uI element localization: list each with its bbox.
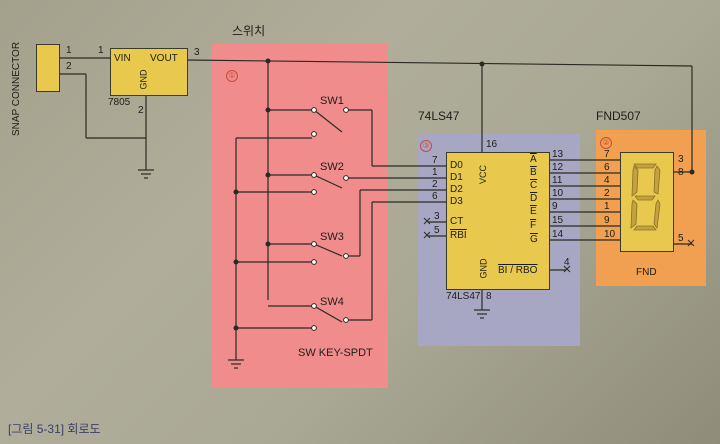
fnd-pin-c: 4 bbox=[604, 175, 610, 186]
decoder-vcc: VCC bbox=[478, 164, 489, 185]
seven-segment-glyph bbox=[630, 163, 661, 231]
marker-three: ③ bbox=[420, 140, 432, 152]
decoder-out-g: G bbox=[530, 234, 538, 245]
snap-connector-label: SNAP CONNECTOR bbox=[11, 41, 23, 137]
decoder-out-d-pin: 10 bbox=[552, 188, 564, 199]
sw3-label: SW3 bbox=[320, 231, 344, 243]
fnd-pin-d: 2 bbox=[604, 188, 610, 199]
fnd-dp-pin: 5 bbox=[678, 233, 684, 244]
decoder-bi-rbo: BI / RBO bbox=[498, 265, 538, 276]
fnd-display bbox=[620, 152, 674, 252]
decoder-out-b: B bbox=[530, 167, 537, 178]
sw4-label: SW4 bbox=[320, 296, 344, 308]
decoder-out-c: C bbox=[530, 180, 538, 191]
decoder-bottom-name: 74LS47 bbox=[446, 291, 481, 302]
decoder-in-d1: D1 bbox=[450, 172, 463, 183]
decoder-in-d0-pin: 7 bbox=[432, 155, 438, 166]
regulator-7805 bbox=[110, 48, 188, 96]
decoder-out-g-pin: 14 bbox=[552, 229, 564, 240]
fnd-pin-g: 10 bbox=[604, 229, 616, 240]
decoder-gnd: GND bbox=[478, 258, 489, 279]
decoder-in-d1-pin: 1 bbox=[432, 167, 438, 178]
decoder-rbi-pin: 5 bbox=[434, 225, 440, 236]
decoder-out-f-pin: 15 bbox=[552, 215, 564, 226]
decoder-section-title: 74LS47 bbox=[418, 109, 460, 123]
sw1-label: SW1 bbox=[320, 95, 344, 107]
decoder-out-a-pin: 13 bbox=[552, 149, 564, 160]
snap-pin-1: 1 bbox=[66, 45, 72, 56]
regulator-pin-gnd: 2 bbox=[138, 105, 144, 116]
decoder-out-f: F bbox=[530, 220, 537, 231]
decoder-chip bbox=[446, 152, 550, 290]
decoder-in-d0: D0 bbox=[450, 160, 463, 171]
decoder-out-d: D bbox=[530, 193, 538, 204]
switch-panel bbox=[212, 44, 388, 388]
regulator-pin-in: 1 bbox=[98, 45, 104, 56]
regulator-vout: VOUT bbox=[150, 53, 178, 64]
switch-footer: SW KEY-SPDT bbox=[298, 347, 373, 359]
switch-section-title: 스위치 bbox=[232, 24, 266, 38]
decoder-out-e: E bbox=[530, 206, 537, 217]
fnd-pin-a: 7 bbox=[604, 149, 610, 160]
fnd-pin-f: 9 bbox=[604, 215, 610, 226]
decoder-gnd-pin: 8 bbox=[486, 291, 492, 302]
regulator-pin-out: 3 bbox=[194, 47, 200, 58]
decoder-ct: CT bbox=[450, 216, 464, 227]
decoder-vcc-pin: 16 bbox=[486, 139, 498, 150]
regulator-name: 7805 bbox=[108, 97, 131, 108]
decoder-in-d3-pin: 6 bbox=[432, 191, 438, 202]
marker-one: ① bbox=[226, 70, 238, 82]
display-section-title: FND507 bbox=[596, 109, 641, 123]
decoder-out-b-pin: 12 bbox=[552, 162, 564, 173]
figure-caption: [그림 5-31] 회로도 bbox=[8, 422, 101, 436]
regulator-vin: VIN bbox=[114, 53, 131, 64]
decoder-out-a: A bbox=[530, 154, 537, 165]
decoder-out-e-pin: 9 bbox=[552, 201, 558, 212]
decoder-in-d2: D2 bbox=[450, 184, 463, 195]
decoder-bi-pin: 4 bbox=[564, 257, 570, 268]
decoder-out-c-pin: 11 bbox=[552, 175, 563, 186]
fnd-common-pin-3: 3 bbox=[678, 154, 684, 165]
snap-connector bbox=[36, 44, 60, 92]
snap-pin-2: 2 bbox=[66, 61, 72, 72]
fnd-common-pin-8: 8 bbox=[678, 167, 684, 178]
decoder-rbi: RBI bbox=[450, 230, 467, 241]
decoder-in-d2-pin: 2 bbox=[432, 179, 438, 190]
regulator-gnd: GND bbox=[138, 69, 149, 90]
marker-two: ② bbox=[600, 137, 612, 149]
fnd-pin-b: 6 bbox=[604, 162, 610, 173]
sw2-label: SW2 bbox=[320, 161, 344, 173]
fnd-pin-e: 1 bbox=[604, 201, 610, 212]
decoder-in-d3: D3 bbox=[450, 196, 463, 207]
decoder-ct-pin: 3 bbox=[434, 211, 440, 222]
fnd-name: FND bbox=[636, 267, 657, 278]
